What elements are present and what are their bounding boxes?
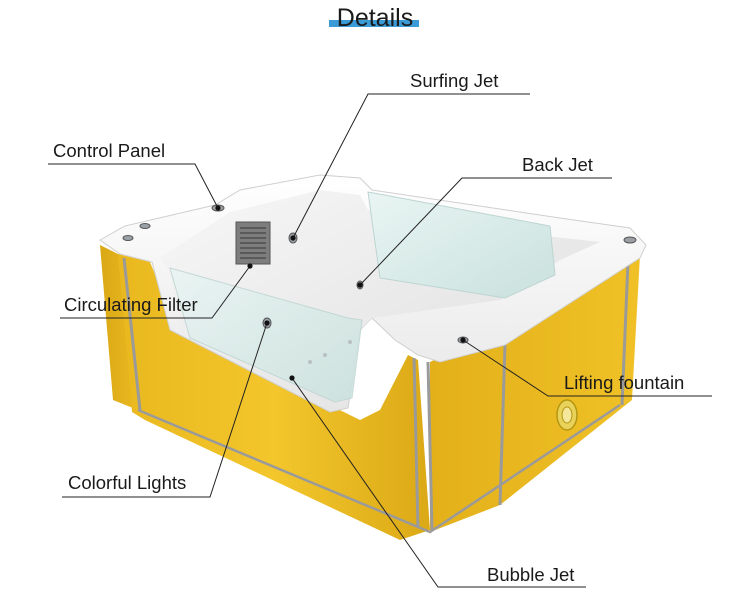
front-yellow-panel [118,254,430,540]
leader-lines [48,93,712,588]
title-underline [329,20,419,27]
leader-surfing-jet [292,93,530,239]
trim-right-mid [498,344,507,506]
label-circulating-filter: Circulating Filter [64,294,198,315]
anchor-dots [215,205,466,381]
back-glass-window [367,191,556,299]
label-control-panel: Control Panel [53,140,166,161]
side-button [556,399,578,431]
trim-right-end [620,261,630,406]
circulating-filter-grille [235,221,271,265]
rim-nozzle-left [122,235,134,241]
front-glass-window [169,267,363,403]
leader-back-jet [359,177,612,286]
rim-nozzle-right [623,236,637,244]
label-surfing-jet: Surfing Jet [410,70,499,91]
label-colorful-lights: Colorful Lights [68,472,187,493]
trim-front-mid [412,357,420,529]
right-yellow-panel [430,255,640,532]
leader-circulating-filter [60,265,251,319]
leader-control-panel [48,163,219,209]
label-bubble-jet: Bubble Jet [487,564,575,585]
page-title: Details [336,4,414,32]
rim-nozzle-back [139,223,151,229]
label-lifting-fountain: Lifting fountain [564,372,685,393]
trim-bottom [137,403,621,534]
leader-lifting-fountain [462,339,712,397]
leader-bubble-jet [291,377,586,588]
trim-front-left [122,257,142,411]
jet-nozzles [122,204,637,344]
leader-colorful-lights [62,322,268,498]
trim-corner [426,361,434,531]
aluminium-trims [122,257,630,534]
label-back-jet: Back Jet [522,154,593,175]
